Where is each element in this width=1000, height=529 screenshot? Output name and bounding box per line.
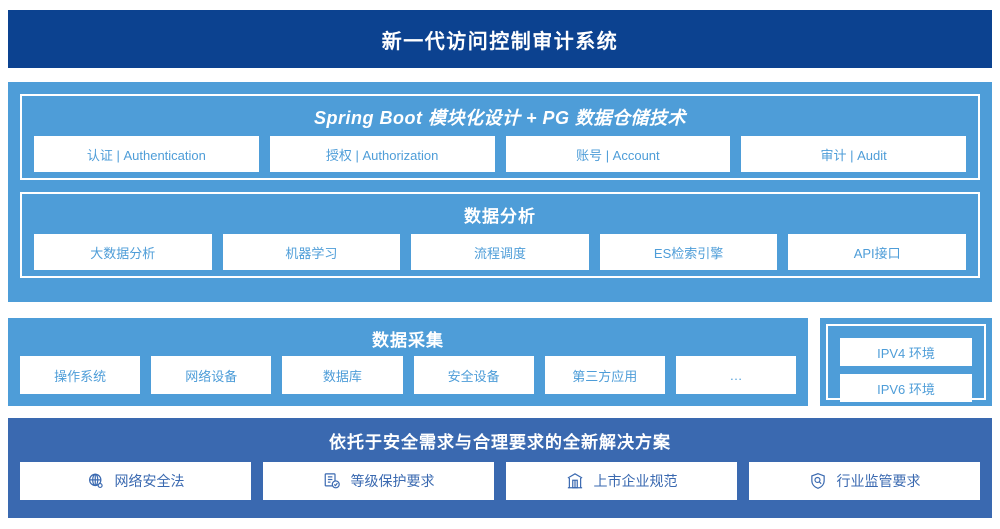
chip-operating-system[interactable]: 操作系统 <box>20 356 141 394</box>
chip-label: 等级保护要求 <box>350 473 435 489</box>
environment-frame: IPV4 环境 IPV6 环境 <box>826 324 986 402</box>
data-collection-panel: 数据采集 操作系统 网络设备 数据库 安全设备 第三方应用 … <box>8 318 808 406</box>
bank-building-icon <box>566 472 584 490</box>
chip-listed-enterprise-standard[interactable]: 上市企业规范 <box>506 462 737 500</box>
chip-label: 行业监管要求 <box>836 473 921 489</box>
chip-es-search-engine[interactable]: ES检索引擎 <box>599 234 778 270</box>
data-analysis-group: 数据分析 大数据分析 机器学习 流程调度 ES检索引擎 API接口 <box>20 192 980 278</box>
chip-audit[interactable]: 审计 | Audit <box>741 136 966 172</box>
environment-list: IPV4 环境 IPV6 环境 <box>840 338 972 402</box>
springboot-group: Spring Boot 模块化设计 + PG 数据仓储技术 认证 | Authe… <box>20 94 980 180</box>
data-analysis-group-title: 数据分析 <box>464 207 536 226</box>
chip-security-device[interactable]: 安全设备 <box>413 356 534 394</box>
chip-ipv4-environment[interactable]: IPV4 环境 <box>840 338 972 366</box>
chip-more-ellipsis[interactable]: … <box>675 356 797 394</box>
chip-third-party-application[interactable]: 第三方应用 <box>544 356 665 394</box>
chip-api-interface[interactable]: API接口 <box>788 234 966 270</box>
globe-icon <box>87 472 105 490</box>
chip-authentication[interactable]: 认证 | Authentication <box>34 136 259 172</box>
chip-classified-protection[interactable]: 等级保护要求 <box>263 462 494 500</box>
springboot-chip-row: 认证 | Authentication 授权 | Authorization 账… <box>34 136 966 172</box>
compliance-panel: 依托于安全需求与合理要求的全新解决方案 网络安全法 <box>8 418 992 518</box>
platform-stack-panel: Spring Boot 模块化设计 + PG 数据仓储技术 认证 | Authe… <box>8 82 992 302</box>
chip-authorization[interactable]: 授权 | Authorization <box>269 136 495 172</box>
chip-machine-learning[interactable]: 机器学习 <box>222 234 401 270</box>
chip-label: 上市企业规范 <box>593 473 678 489</box>
chip-account[interactable]: 账号 | Account <box>505 136 731 172</box>
shield-search-icon <box>809 472 827 490</box>
data-analysis-chip-row: 大数据分析 机器学习 流程调度 ES检索引擎 API接口 <box>34 234 966 270</box>
document-check-icon <box>323 472 341 490</box>
chip-network-device[interactable]: 网络设备 <box>151 356 272 394</box>
chip-database[interactable]: 数据库 <box>282 356 403 394</box>
chip-industry-regulation[interactable]: 行业监管要求 <box>749 462 980 500</box>
chip-process-scheduling[interactable]: 流程调度 <box>411 234 589 270</box>
compliance-title: 依托于安全需求与合理要求的全新解决方案 <box>329 433 671 452</box>
chip-cybersecurity-law[interactable]: 网络安全法 <box>20 462 251 500</box>
compliance-chip-row: 网络安全法 等级保护要求 <box>20 462 980 500</box>
springboot-group-title: Spring Boot 模块化设计 + PG 数据仓储技术 <box>313 108 686 128</box>
chip-ipv6-environment[interactable]: IPV6 环境 <box>840 374 972 402</box>
chip-big-data-analysis[interactable]: 大数据分析 <box>34 234 212 270</box>
data-collection-chip-row: 操作系统 网络设备 数据库 安全设备 第三方应用 … <box>20 356 797 394</box>
chip-label: 网络安全法 <box>114 473 185 489</box>
environment-panel: IPV4 环境 IPV6 环境 <box>820 318 992 406</box>
data-collection-title: 数据采集 <box>372 331 444 350</box>
page-title: 新一代访问控制审计系统 <box>381 30 619 53</box>
header-bar: 新一代访问控制审计系统 <box>8 10 992 68</box>
